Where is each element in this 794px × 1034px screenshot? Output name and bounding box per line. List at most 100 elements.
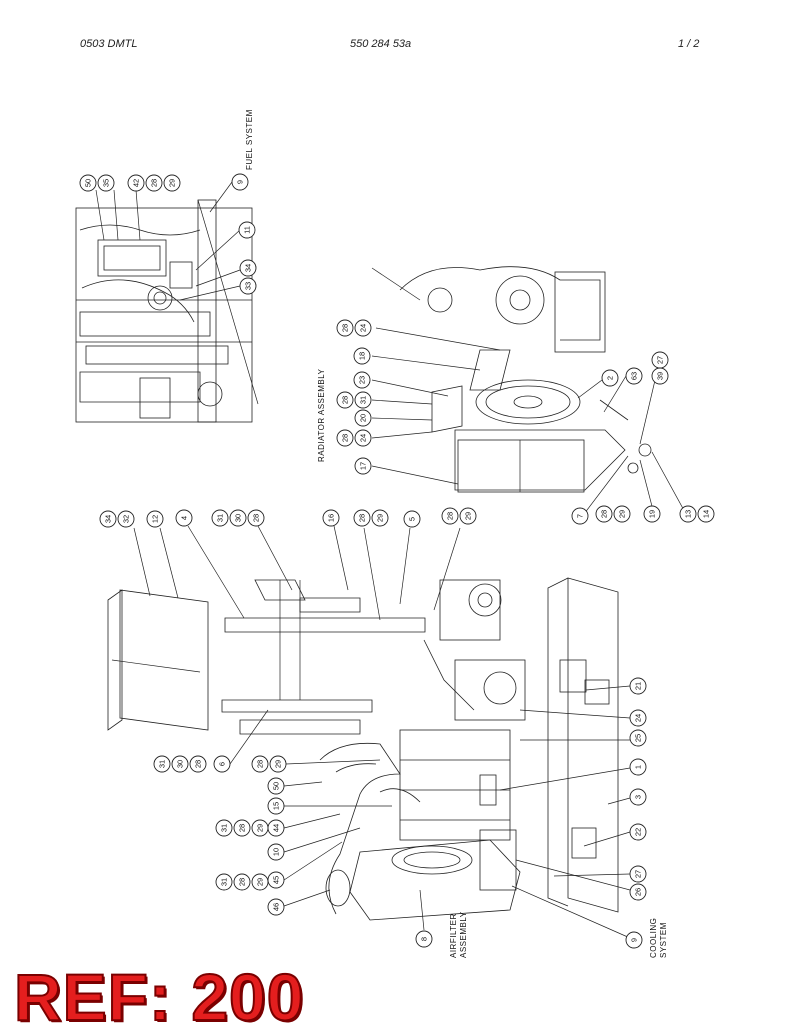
svg-text:21: 21 <box>634 682 643 690</box>
callout-balloon: 46 <box>267 898 285 916</box>
callout-balloon: 28 <box>189 755 207 773</box>
svg-text:30: 30 <box>176 760 185 768</box>
svg-text:31: 31 <box>220 824 229 832</box>
svg-text:28: 28 <box>256 760 265 768</box>
callout-balloon: 10 <box>267 843 285 861</box>
callout-balloon: 29 <box>163 174 181 192</box>
callout-balloon: 13 <box>679 505 697 523</box>
svg-text:12: 12 <box>151 515 160 523</box>
callout-balloon: 29 <box>251 873 269 891</box>
svg-text:28: 28 <box>252 514 261 522</box>
callout-balloon: 26 <box>629 883 647 901</box>
svg-text:30: 30 <box>234 514 243 522</box>
fuel-system-label: FUEL SYSTEM <box>245 109 254 170</box>
callout-balloon: 5 <box>403 510 421 528</box>
svg-text:17: 17 <box>359 462 368 470</box>
callout-balloon: 4 <box>175 509 193 527</box>
svg-text:25: 25 <box>634 734 643 742</box>
svg-text:28: 28 <box>194 760 203 768</box>
svg-text:29: 29 <box>274 760 283 768</box>
svg-text:24: 24 <box>634 714 643 722</box>
callout-balloon: 31 <box>153 755 171 773</box>
callout-balloon: 7 <box>571 507 589 525</box>
callout-balloon: 25 <box>629 729 647 747</box>
callout-balloon: 29 <box>251 819 269 837</box>
svg-text:28: 28 <box>358 514 367 522</box>
callout-balloon: 8 <box>415 930 433 948</box>
callout-balloon: 1 <box>629 758 647 776</box>
callout-balloon: 50 <box>79 174 97 192</box>
header-page-number: 1 / 2 <box>678 38 700 50</box>
callout-balloon: 28 <box>595 505 613 523</box>
svg-text:29: 29 <box>376 514 385 522</box>
svg-text:27: 27 <box>656 356 665 364</box>
svg-text:10: 10 <box>272 848 281 856</box>
callout-balloon: 19 <box>643 505 661 523</box>
svg-text:50: 50 <box>272 782 281 790</box>
svg-text:35: 35 <box>102 179 111 187</box>
svg-text:11: 11 <box>243 226 252 234</box>
callout-balloon: 31 <box>354 391 372 409</box>
svg-text:7: 7 <box>576 514 585 518</box>
callout-balloon: 28 <box>247 509 265 527</box>
svg-text:27: 27 <box>634 870 643 878</box>
callout-balloon: 9 <box>625 931 643 949</box>
callout-balloon: 28 <box>441 507 459 525</box>
svg-text:8: 8 <box>420 937 429 941</box>
svg-text:28: 28 <box>238 824 247 832</box>
svg-text:29: 29 <box>618 510 627 518</box>
callout-balloon: 3 <box>629 788 647 806</box>
ref-stamp: REF: 200 <box>13 960 305 1034</box>
callout-balloon: 45 <box>267 871 285 889</box>
callout-balloon: 44 <box>267 819 285 837</box>
callout-balloon: 27 <box>651 351 669 369</box>
callout-balloon: 12 <box>146 510 164 528</box>
callout-balloon: 29 <box>269 755 287 773</box>
callout-balloon: 20 <box>354 409 372 427</box>
svg-text:29: 29 <box>256 878 265 886</box>
svg-text:28: 28 <box>341 434 350 442</box>
header-part-number: 550 284 53a <box>350 38 412 50</box>
callout-balloon: 31 <box>211 509 229 527</box>
svg-text:2: 2 <box>606 376 615 380</box>
svg-text:28: 28 <box>238 878 247 886</box>
svg-text:23: 23 <box>358 376 367 384</box>
radiator-assembly-view <box>371 266 652 493</box>
fuel-system-view <box>75 199 259 423</box>
air-filter-label-line2: ASSEMBLY <box>459 911 468 958</box>
svg-text:46: 46 <box>272 903 281 911</box>
callout-balloon: 24 <box>354 319 372 337</box>
callout-balloon: 42 <box>127 174 145 192</box>
callout-balloon: 34 <box>99 510 117 528</box>
svg-text:39: 39 <box>656 372 665 380</box>
svg-text:18: 18 <box>358 352 367 360</box>
svg-text:31: 31 <box>158 760 167 768</box>
svg-text:22: 22 <box>634 828 643 836</box>
callout-balloon: 34 <box>239 259 257 277</box>
svg-text:32: 32 <box>122 515 131 523</box>
svg-text:31: 31 <box>220 878 229 886</box>
leader-lines <box>95 181 687 939</box>
callout-balloon: 27 <box>629 865 647 883</box>
callout-balloon: 30 <box>171 755 189 773</box>
callout-balloon: 11 <box>238 221 256 239</box>
radiator-assembly-label: RADIATOR ASSEMBLY <box>317 368 326 462</box>
callout-balloon: 39 <box>651 367 669 385</box>
svg-text:20: 20 <box>359 414 368 422</box>
callout-balloon: 28 <box>233 819 251 837</box>
callout-balloon: 22 <box>629 823 647 841</box>
callout-balloon: 15 <box>267 797 285 815</box>
callout-balloon: 17 <box>354 457 372 475</box>
svg-text:3: 3 <box>634 795 643 799</box>
svg-text:29: 29 <box>256 824 265 832</box>
svg-text:28: 28 <box>150 179 159 187</box>
svg-text:31: 31 <box>216 514 225 522</box>
svg-text:26: 26 <box>634 888 643 896</box>
callout-balloon: 24 <box>629 709 647 727</box>
svg-text:1: 1 <box>634 765 643 769</box>
svg-text:19: 19 <box>648 510 657 518</box>
callout-balloon: 32 <box>117 510 135 528</box>
callout-balloon: 21 <box>629 677 647 695</box>
svg-text:9: 9 <box>630 938 639 942</box>
callout-balloon: 2 <box>601 369 619 387</box>
